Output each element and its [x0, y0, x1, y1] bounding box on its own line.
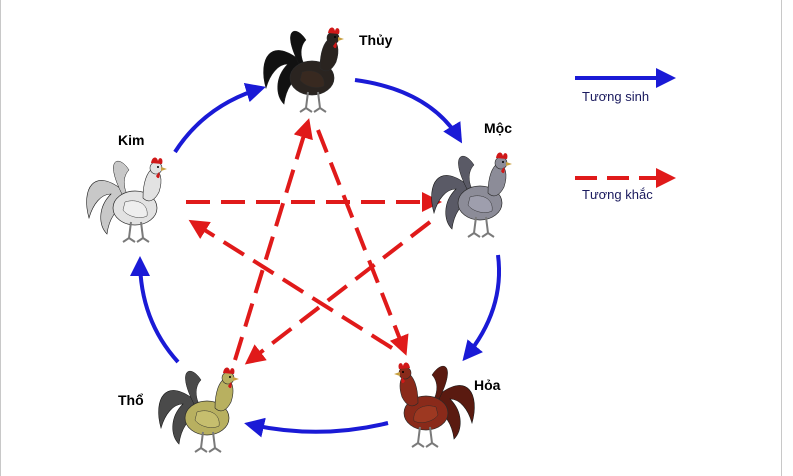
generating-arrow-kim-to-thuy [173, 82, 266, 154]
roosters [86, 27, 512, 453]
label-hoa: Hỏa [474, 377, 501, 393]
overcoming-arrow-tho-to-thuy [233, 118, 313, 361]
rooster-kim-icon [86, 157, 167, 243]
label-tho: Thổ [118, 392, 144, 408]
overcoming-arrows [186, 118, 442, 365]
rooster-hoa-icon [394, 362, 475, 448]
label-thuy: Thủy [359, 32, 393, 48]
legend-overcoming-label: Tương khắc [582, 187, 653, 202]
label-kim: Kim [118, 132, 145, 148]
overcoming-arrow-hoa-to-kim [188, 219, 394, 350]
rooster-moc-icon [431, 152, 512, 238]
generating-arrow-tho-to-kim [130, 256, 180, 364]
overcoming-arrow-thuy-to-hoa [316, 129, 409, 356]
legend-generating-label: Tương sinh [582, 89, 650, 104]
generating-arrows [130, 78, 501, 438]
label-moc: Mộc [484, 120, 512, 136]
overcoming-arrow-moc-to-tho [244, 220, 432, 365]
right-border [781, 0, 782, 476]
left-border [0, 0, 1, 476]
generating-arrow-moc-to-hoa [462, 254, 501, 362]
rooster-tho-icon [158, 367, 239, 453]
legend [575, 68, 676, 188]
rooster-thuy-icon [263, 27, 344, 113]
generating-arrow-thuy-to-moc [354, 78, 463, 144]
generating-arrow-hoa-to-tho [244, 417, 389, 438]
